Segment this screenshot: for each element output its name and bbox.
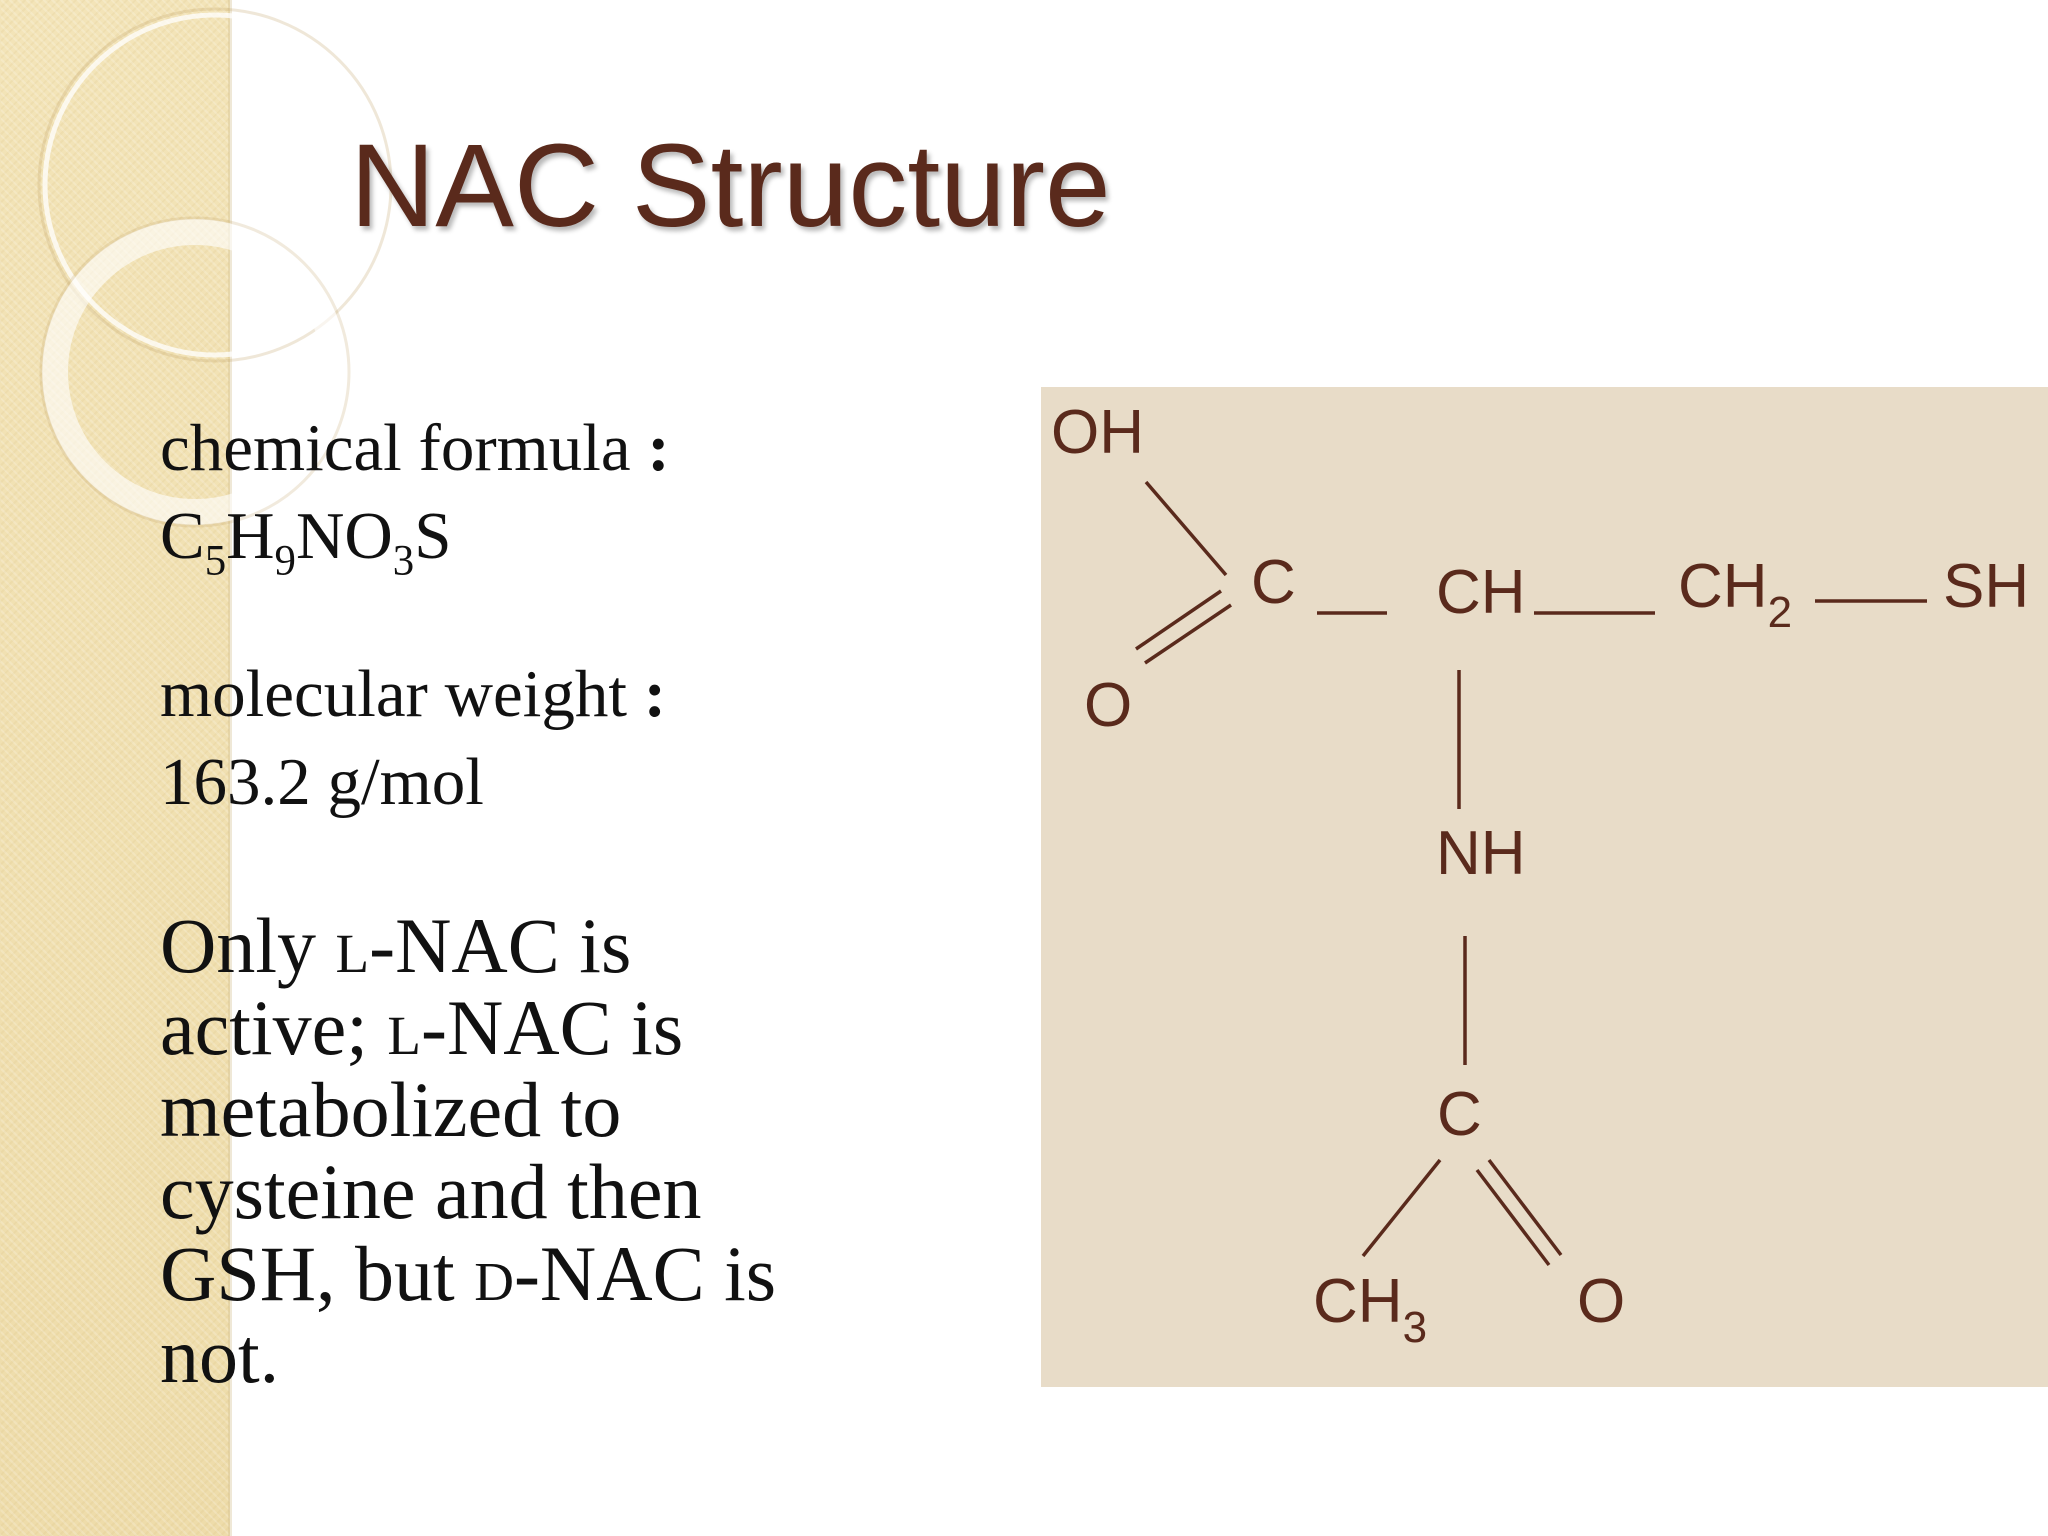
atom-nh: NH: [1436, 819, 1526, 888]
note-part-1: Only: [160, 902, 336, 989]
note-l-prefix-2: l: [387, 984, 421, 1071]
atom-ch2-subscript: 2: [1768, 588, 1792, 637]
formula-count-c: 5: [204, 537, 227, 585]
weight-label-text: molecular weight: [160, 657, 627, 731]
thick-ring-decoration: [42, 219, 348, 525]
thick-ring-shadow: [39, 216, 351, 528]
atom-carboxyl-c: C: [1251, 548, 1296, 617]
note-part-3: -NAC is metabolized to cysteine and then…: [160, 984, 702, 1317]
formula-element-h: H: [226, 499, 275, 573]
formula-element-no: NO: [295, 499, 393, 573]
formula-count-o: 3: [392, 537, 415, 585]
atom-ch3: CH3: [1313, 1267, 1427, 1352]
note-part-2: -NAC is active;: [160, 902, 632, 1071]
bond-c-ch3: [1361, 1158, 1442, 1258]
atom-ch2-label: CH: [1678, 552, 1768, 621]
note-part-4: -NAC is not.: [160, 1230, 777, 1399]
atom-ch3-subscript: 3: [1403, 1303, 1427, 1352]
formula-label-text: chemical formula: [160, 411, 631, 485]
slide-title: NAC Structure: [350, 120, 1111, 252]
atom-ch: CH: [1436, 558, 1526, 627]
weight-label: molecular weight :: [160, 650, 666, 738]
bond-c-o-double-b: [1144, 603, 1232, 665]
formula-label-colon: :: [647, 411, 670, 485]
decorative-rings: [37, 7, 393, 528]
chemical-formula: C5H9NO3S: [160, 492, 452, 582]
bond-c-oh: [1144, 480, 1228, 577]
atom-oh: OH: [1051, 398, 1144, 467]
formula-element-c: C: [160, 499, 205, 573]
nac-structure-diagram: OH C O CH CH2 SH NH C CH3 O: [1051, 398, 2029, 1352]
molecular-weight-value: 163.2 g/mol: [160, 745, 484, 819]
large-ring-decoration: [42, 12, 388, 358]
large-ring-shadow: [37, 7, 393, 363]
weight-label-colon: :: [643, 657, 667, 731]
formula-count-h: 9: [274, 537, 296, 585]
atom-carbonyl-o: O: [1084, 671, 1132, 740]
formula-element-s: S: [414, 499, 452, 573]
note-d-prefix: d: [474, 1230, 514, 1317]
atom-sh: SH: [1943, 552, 2029, 621]
formula-label: chemical formula :: [160, 404, 670, 492]
bond-c-o-double-a: [1135, 589, 1222, 651]
enantiomer-note: Only l-NAC is active; l-NAC is metaboliz…: [160, 905, 800, 1397]
atom-ch2: CH2: [1678, 552, 1792, 637]
structure-panel: OH C O CH CH2 SH NH C CH3 O: [1041, 387, 2048, 1387]
atom-acetyl-o: O: [1577, 1267, 1625, 1336]
note-l-prefix-1: l: [335, 902, 370, 989]
bond-c-o-double-b2: [1475, 1168, 1551, 1267]
atom-ch3-label: CH: [1313, 1267, 1403, 1336]
bond-c-o-double-a2: [1487, 1158, 1563, 1257]
side-band-edge: [228, 0, 232, 1536]
atom-acetyl-c: C: [1437, 1080, 1482, 1149]
